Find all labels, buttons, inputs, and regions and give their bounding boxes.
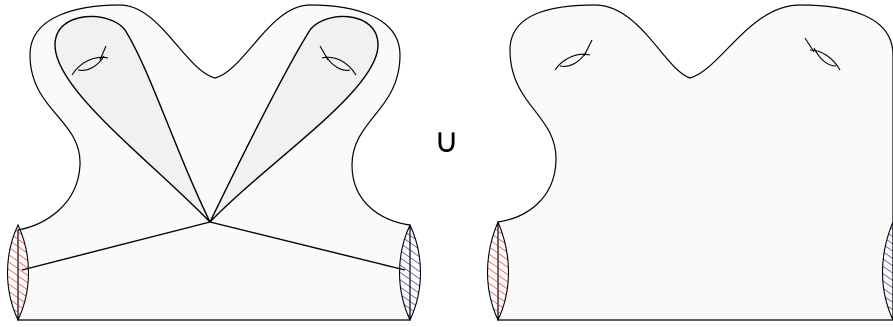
union-symbol: ∪: [434, 124, 459, 158]
left-surface: [8, 5, 421, 320]
right-surface: [488, 5, 893, 320]
right-surface-outline: [498, 5, 893, 320]
